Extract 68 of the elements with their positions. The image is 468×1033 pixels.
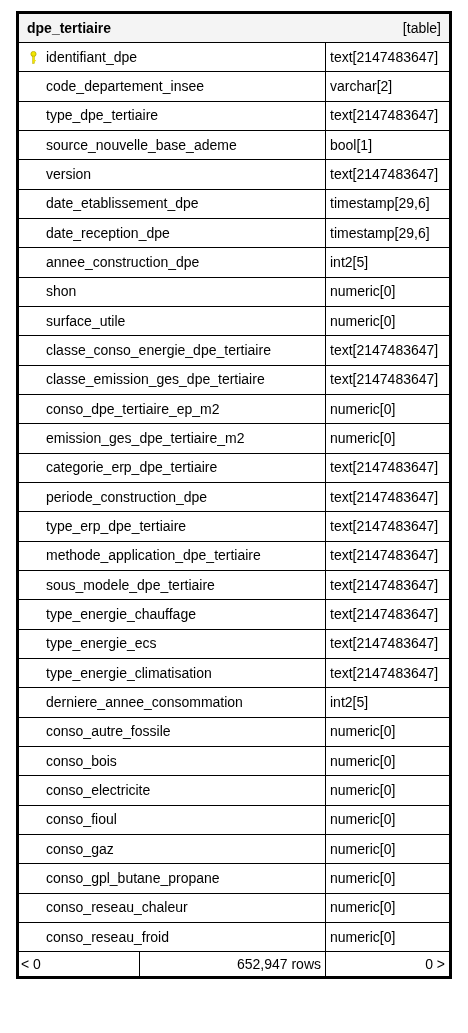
data-type-cell: numeric[0] [325,893,449,922]
column-name: shon [46,282,77,302]
data-type-cell: numeric[0] [325,394,449,424]
data-type-cell: numeric[0] [325,922,449,952]
column-name: classe_conso_energie_dpe_tertiaire [46,340,271,360]
data-type-cell: text[2147483647] [325,43,449,72]
data-type-cell: numeric[0] [325,834,449,864]
data-type-cell: numeric[0] [325,776,449,805]
data-type-cell: numeric[0] [325,277,449,306]
column-name: annee_construction_dpe [46,252,200,272]
data-type-cell: text[2147483647] [325,365,449,394]
column-name: conso_gaz [46,839,114,859]
data-type-cell: numeric[0] [325,864,449,893]
table-box [16,11,452,980]
column-name: conso_reseau_froid [46,927,169,947]
data-type-cell: timestamp[29,6] [325,189,449,218]
column-name: conso_fioul [46,810,117,830]
data-type-cell: text[2147483647] [325,541,449,570]
column-name: conso_gpl_butane_propane [46,868,220,888]
column-name: type_energie_chauffage [46,604,196,624]
column-name: date_reception_dpe [46,223,170,243]
data-type-cell: text[2147483647] [325,453,449,482]
data-type-cell: text[2147483647] [325,600,449,629]
data-type-cell: int2[5] [325,688,449,717]
column-name: surface_utile [46,311,126,331]
column-name: emission_ges_dpe_tertiaire_m2 [46,428,245,448]
data-type-cell: numeric[0] [325,805,449,834]
data-type-cell: numeric[0] [325,746,449,776]
data-type-cell: text[2147483647] [325,629,449,658]
column-name: type_energie_ecs [46,634,157,654]
column-name: classe_emission_ges_dpe_tertiaire [46,370,265,390]
data-type-cell: numeric[0] [325,306,449,336]
table-name: dpe_tertiaire [27,18,112,38]
data-type-cell: text[2147483647] [325,336,449,365]
row-count-cell: 652,947 rows [139,952,325,977]
column-name: categorie_erp_dpe_tertiaire [46,458,218,478]
data-type-cell: varchar[2] [325,72,449,101]
data-type-cell: text[2147483647] [325,101,449,130]
column-name: conso_electricite [46,780,151,800]
data-type-cell: text[2147483647] [325,512,449,541]
footer-cell: 0 > [325,952,449,977]
data-type-cell: numeric[0] [325,424,449,453]
data-type-cell: bool[1] [325,131,449,160]
data-type-cell: text[2147483647] [325,658,449,688]
data-type-cell: text[2147483647] [325,160,449,189]
column-name: code_departement_insee [46,77,204,96]
table-type-label: [table] [402,18,441,38]
column-name: type_erp_dpe_tertiaire [46,516,187,536]
column-name: periode_construction_dpe [46,487,208,507]
column-name: conso_reseau_chaleur [46,898,188,918]
data-type-cell: text[2147483647] [325,570,449,600]
column-name: methode_application_dpe_tertiaire [46,546,261,566]
column-name: conso_autre_fossile [46,722,171,742]
column-name: version [46,164,92,184]
column-name: source_nouvelle_base_ademe [46,135,237,155]
column-name: sous_modele_dpe_tertiaire [46,575,215,595]
data-type-cell: timestamp[29,6] [325,218,449,248]
data-type-cell: numeric[0] [325,717,449,746]
column-name: conso_bois [46,751,117,771]
column-name: identifiant_dpe [46,47,138,67]
column-name: type_energie_climatisation [46,663,212,683]
column-name: date_etablissement_dpe [46,194,199,214]
column-name: type_dpe_tertiaire [46,106,159,126]
data-type-cell: int2[5] [325,248,449,277]
column-name: conso_dpe_tertiaire_ep_m2 [46,399,220,419]
data-type-cell: text[2147483647] [325,482,449,512]
column-name: derniere_annee_consommation [46,692,243,712]
footer-text: < 0 [20,954,42,974]
